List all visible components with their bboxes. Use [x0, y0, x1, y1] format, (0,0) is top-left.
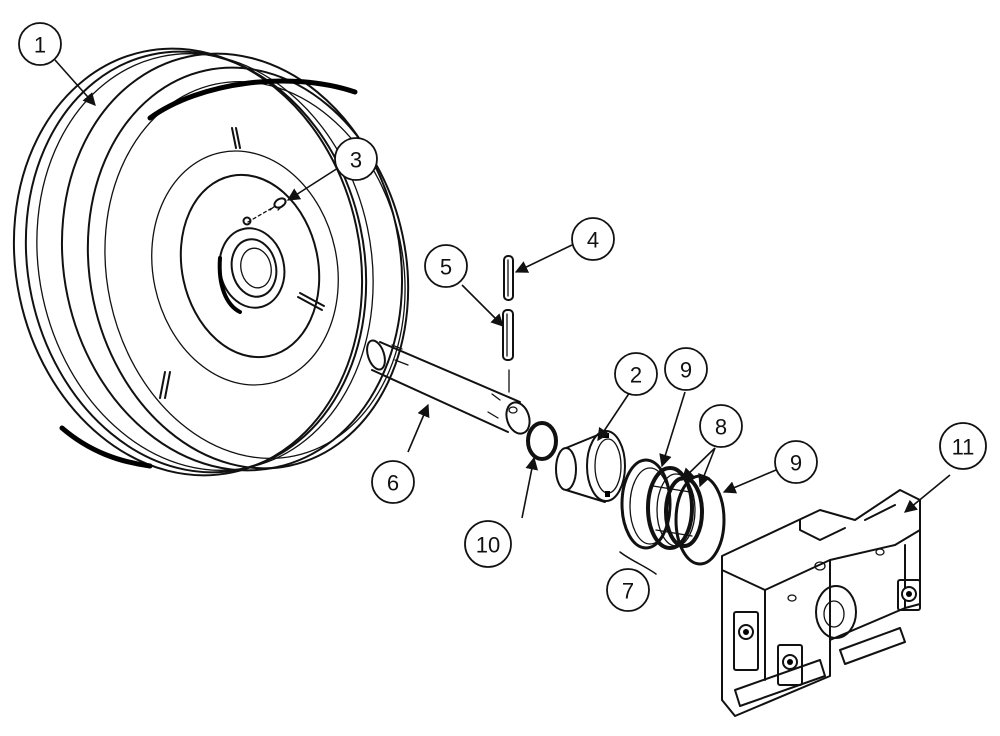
svg-text:10: 10 [476, 533, 500, 558]
seal-group-7 [619, 458, 726, 575]
leader-3 [286, 167, 339, 201]
svg-text:3: 3 [350, 148, 362, 173]
idler-bracket-11 [721, 489, 921, 717]
leader-2 [597, 391, 631, 442]
callout-10: 10 [464, 520, 512, 568]
callout-6: 6 [371, 460, 415, 504]
leader-5 [461, 284, 504, 327]
svg-text:5: 5 [440, 255, 452, 280]
callout-4: 4 [571, 217, 615, 261]
callout-9-upper: 9 [664, 347, 708, 391]
leader-9b [722, 469, 777, 494]
idler-shaft [366, 339, 531, 435]
leader-4 [514, 244, 573, 273]
svg-text:6: 6 [387, 471, 399, 496]
callout-11: 11 [939, 422, 987, 470]
roll-pin-5 [502, 309, 514, 361]
svg-text:11: 11 [952, 435, 975, 460]
callout-3: 3 [334, 137, 378, 181]
svg-text:4: 4 [587, 228, 599, 253]
leader-1 [54, 59, 96, 106]
leader-10 [521, 456, 539, 519]
callout-5: 5 [424, 244, 468, 288]
roll-pin-4 [503, 255, 514, 301]
svg-text:8: 8 [715, 415, 727, 440]
leader-9a [659, 391, 686, 468]
callout-2: 2 [614, 352, 658, 396]
callout-8: 8 [699, 404, 743, 448]
svg-text:7: 7 [622, 579, 634, 604]
callout-9-lower: 9 [774, 440, 818, 484]
leader-11 [904, 474, 951, 513]
callout-7: 7 [606, 568, 650, 612]
svg-text:2: 2 [630, 363, 642, 388]
leader-8a [681, 447, 716, 481]
bushing-2 [555, 430, 626, 503]
leader-8b [698, 447, 716, 488]
svg-text:1: 1 [34, 33, 46, 58]
o-ring-10 [526, 421, 558, 461]
svg-text:9: 9 [680, 358, 692, 383]
leader-6 [407, 403, 430, 453]
idler-wheel [12, 47, 410, 477]
svg-text:9: 9 [790, 451, 802, 476]
callout-1: 1 [18, 22, 62, 66]
